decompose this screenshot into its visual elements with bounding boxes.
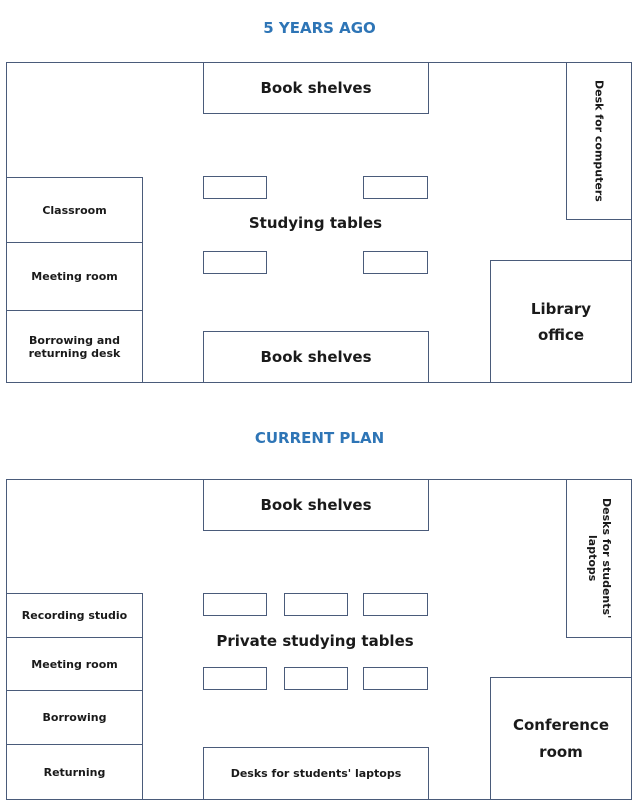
past-borrowing-returning-desk: Borrowing and returning desk	[6, 310, 143, 383]
current-table-1	[203, 593, 267, 616]
current-table-3	[363, 593, 428, 616]
past-library-office-label: Library office	[530, 299, 592, 344]
current-plan-title: CURRENT PLAN	[254, 429, 385, 447]
past-table-1	[203, 176, 267, 199]
current-table-5	[284, 667, 348, 690]
current-returning-label: Returning	[43, 765, 106, 779]
current-recording-studio-label: Recording studio	[21, 609, 128, 622]
current-desks-laptops-bottom-label: Desks for students' laptops	[230, 767, 402, 780]
past-book-shelves-top: Book shelves	[203, 62, 429, 114]
past-classroom: Classroom	[6, 177, 143, 243]
current-meeting-room-label: Meeting room	[31, 657, 118, 671]
current-table-6	[363, 667, 428, 690]
past-library-office: Library office	[490, 260, 632, 383]
current-desks-laptops-side-label: Desks for students' laptops	[586, 498, 613, 619]
past-desk-for-computers: Desk for computers	[566, 62, 632, 220]
current-returning: Returning	[6, 744, 143, 800]
past-table-3	[203, 251, 267, 274]
past-plan-title: 5 YEARS AGO	[263, 19, 376, 37]
past-book-shelves-bottom: Book shelves	[203, 331, 429, 383]
past-desk-for-computers-label: Desk for computers	[592, 80, 606, 202]
current-book-shelves-top: Book shelves	[203, 479, 429, 531]
current-book-shelves-top-label: Book shelves	[260, 496, 372, 514]
current-borrowing-label: Borrowing	[42, 711, 107, 724]
current-borrowing: Borrowing	[6, 690, 143, 745]
past-borrowing-returning-label: Borrowing and returning desk	[28, 333, 121, 360]
current-private-studying-tables-label: Private studying tables	[216, 632, 414, 650]
current-conference-room: Conference room	[490, 677, 632, 800]
past-meeting-room: Meeting room	[6, 242, 143, 311]
past-studying-tables-label: Studying tables	[248, 214, 383, 232]
past-book-shelves-top-label: Book shelves	[260, 79, 372, 97]
past-table-4	[363, 251, 428, 274]
past-book-shelves-bottom-label: Book shelves	[260, 348, 372, 366]
current-desks-for-laptops-side: Desks for students' laptops	[566, 479, 632, 638]
past-meeting-room-label: Meeting room	[31, 270, 118, 283]
current-table-4	[203, 667, 267, 690]
past-table-2	[363, 176, 428, 199]
current-recording-studio: Recording studio	[6, 593, 143, 638]
current-desks-for-laptops-bottom: Desks for students' laptops	[203, 747, 429, 800]
past-classroom-label: Classroom	[42, 203, 107, 217]
current-table-2	[284, 593, 348, 616]
current-conference-room-label: Conference room	[512, 715, 609, 761]
current-meeting-room: Meeting room	[6, 637, 143, 691]
